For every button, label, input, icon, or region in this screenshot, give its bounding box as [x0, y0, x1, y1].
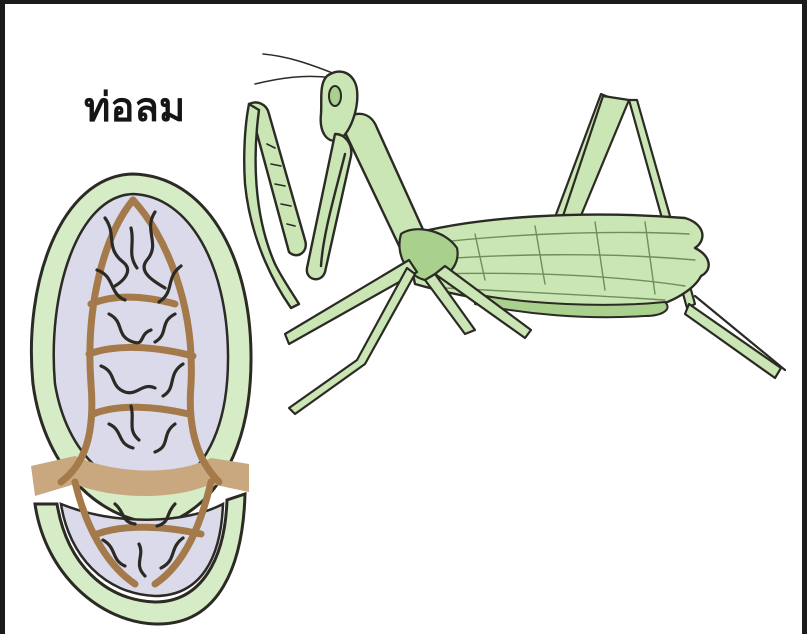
raptorial-forelegs	[244, 102, 351, 308]
antenna	[263, 54, 335, 74]
diagram-canvas: ท่อลม	[5, 4, 802, 634]
antenna	[255, 76, 333, 84]
diagram-artwork	[5, 4, 802, 634]
compound-eye	[329, 86, 341, 106]
trachea-cross-section-illustration	[31, 174, 251, 624]
praying-mantis-illustration	[244, 54, 785, 414]
